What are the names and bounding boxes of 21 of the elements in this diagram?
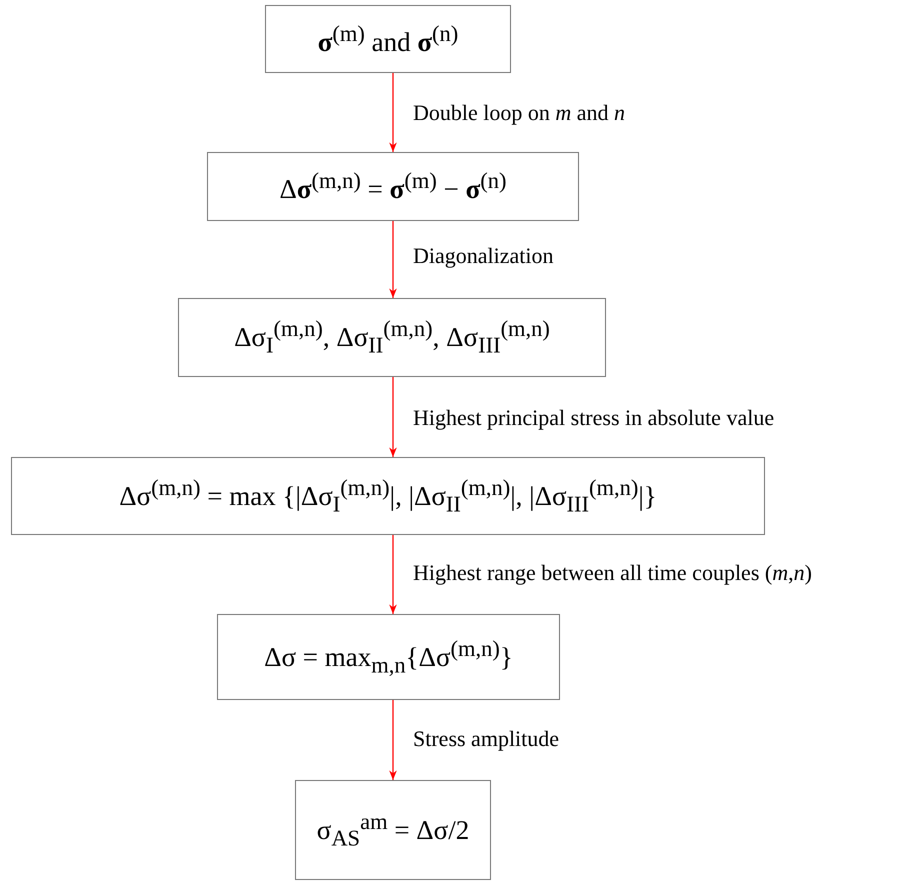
arrow: [389, 73, 397, 152]
edge-label: Double loop on m and n: [413, 100, 626, 126]
formula: σ$_{AS}$$^{am}$ = Δσ/2: [316, 808, 470, 852]
formula-box: [265, 5, 511, 73]
formula: Δσ$^{(m,n)}$ = max {|Δσ$_{I}$$^{(m,n)}$|, |Δσ$_{II}$$^{(m,n)}$|, |Δσ$_{III}$$^{(m,n)}$|}: [119, 474, 657, 518]
formula: Δσ$^{(m,n)}$ = σ$^{(m)}$ − σ$^{(n)}$: [279, 168, 507, 205]
formula-box: [217, 614, 560, 700]
formula: Δσ = max$_{m,n}${Δσ$^{(m,n)}$}: [264, 636, 513, 678]
edge-label: Highest principal stress in absolute value: [413, 405, 774, 431]
arrow: [389, 221, 397, 298]
arrow: [389, 377, 397, 457]
edge-label: Diagonalization: [413, 243, 554, 269]
formula-box: [207, 152, 579, 221]
formula-box: [295, 780, 491, 880]
arrow: [389, 535, 397, 614]
arrow: [389, 700, 397, 780]
formula-box: [11, 457, 765, 535]
edge-label: Highest range between all time couples (m,n): [413, 560, 812, 586]
edge-label: Stress amplitude: [413, 726, 560, 752]
formula-box: [178, 298, 606, 377]
formula: σ$^{(m)}$ and σ$^{(n)}$: [318, 20, 458, 58]
